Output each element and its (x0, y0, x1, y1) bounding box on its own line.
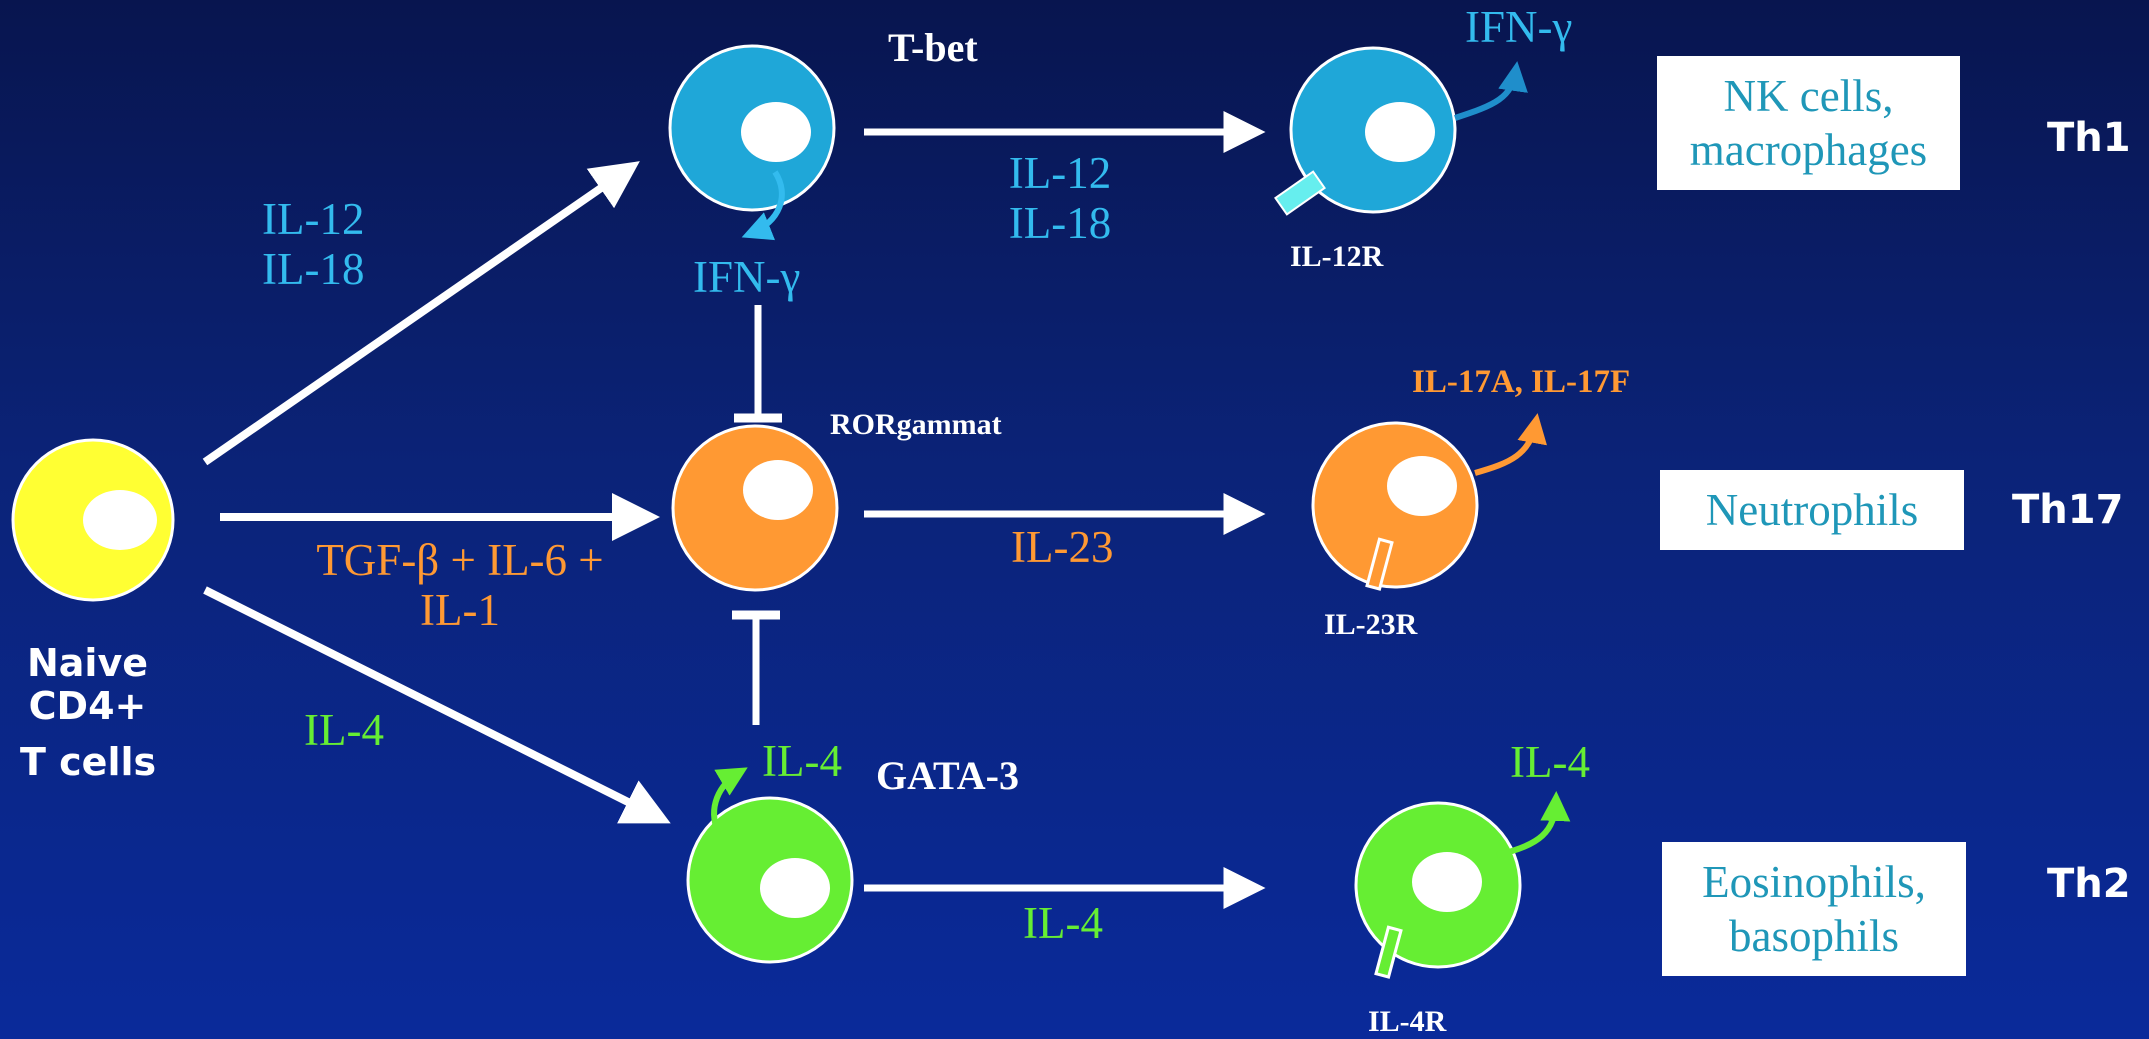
th17-effector-cytokine: IL-17A, IL-17F (1412, 364, 1631, 400)
il4-inhibits-th17 (732, 610, 780, 725)
il23r-receptor (1365, 537, 1394, 591)
th17-induction-cytokine-2: IL-1 (420, 585, 500, 636)
th17-receptor-label: IL-23R (1324, 608, 1418, 641)
il12r-receptor (1274, 170, 1326, 216)
th1-effector-cell (1274, 46, 1457, 216)
th2-induction-cytokine: IL-4 (304, 705, 384, 755)
th17-secretion-arrow (1474, 413, 1547, 476)
th2-receptor-label: IL-4R (1368, 1005, 1447, 1038)
naive-cell (11, 438, 175, 602)
th1-autocrine-cytokine: IFN-γ (693, 252, 801, 302)
th2-effector-cell (1354, 801, 1522, 979)
th1-secretion-arrow (1454, 61, 1528, 121)
th17-effector-cell (1311, 421, 1479, 591)
th1-transcription-factor: T-bet (888, 25, 978, 70)
th17-expansion-cytokine: IL-23 (1011, 522, 1114, 572)
th1-receptor-label: IL-12R (1290, 240, 1384, 273)
th2-autocrine-cytokine: IL-4 (762, 736, 842, 786)
th2-precursor-cell (686, 796, 854, 964)
th17-target-1: Neutrophils (1705, 485, 1919, 535)
th2-subset-label: Th2 (2047, 861, 2131, 907)
th17-induction-cytokine-1: TGF-β + IL-6 + (316, 535, 604, 585)
th2-target-2: basophils (1728, 911, 1899, 961)
th17-precursor-cell (671, 424, 839, 592)
ifng-inhibits-th17 (734, 305, 782, 423)
th2-autocrine-arrow (711, 767, 748, 834)
th1-expansion-cytokine-2: IL-18 (1008, 198, 1112, 249)
arrow-naive-to-th1 (202, 161, 640, 466)
th1-expansion-cytokine-1: IL-12 (1008, 148, 1112, 198)
th17-transcription-factor: RORgammat (830, 408, 1002, 441)
th2-target-1: Eosinophils, (1702, 857, 1926, 907)
th1-target-2: macrophages (1689, 125, 1928, 175)
il4r-receptor (1374, 925, 1403, 979)
th17-targets-box: Neutrophils (1660, 470, 1964, 550)
th1-induction-cytokine-1: IL-12 (262, 194, 365, 244)
th2-secretion-arrow (1496, 791, 1571, 858)
th2-transcription-factor: GATA-3 (876, 753, 1019, 798)
th1-target-1: NK cells, (1723, 71, 1894, 121)
th17-subset-label: Th17 (2012, 487, 2124, 533)
th1-autocrine-arrow (741, 170, 785, 241)
naive-label-line1: Naive (26, 641, 148, 685)
naive-label-line2: CD4+ (28, 683, 147, 728)
th2-targets-box: Eosinophils, basophils (1662, 842, 1966, 976)
th1-expansion-cytokines: IL-12 IL-18 (985, 148, 1135, 249)
th1-targets-box: NK cells, macrophages (1657, 56, 1960, 190)
arrow-naive-to-th2 (203, 586, 671, 824)
th2-expansion-cytokine: IL-4 (1023, 898, 1103, 948)
th2-effector-cytokine: IL-4 (1510, 737, 1590, 787)
naive-label-line3: T cells (20, 740, 157, 785)
th1-subset-label: Th1 (2047, 115, 2131, 161)
th1-effector-cytokine: IFN-γ (1465, 2, 1573, 52)
th17-induction-cytokines: TGF-β + IL-6 + IL-1 (285, 535, 635, 636)
naive-label: Naive CD4+ T cells (20, 641, 157, 785)
th1-induction-cytokines: IL-12 IL-18 (262, 194, 364, 295)
th1-induction-cytokine-2: IL-18 (262, 244, 365, 295)
th1-precursor-cell (668, 44, 836, 212)
